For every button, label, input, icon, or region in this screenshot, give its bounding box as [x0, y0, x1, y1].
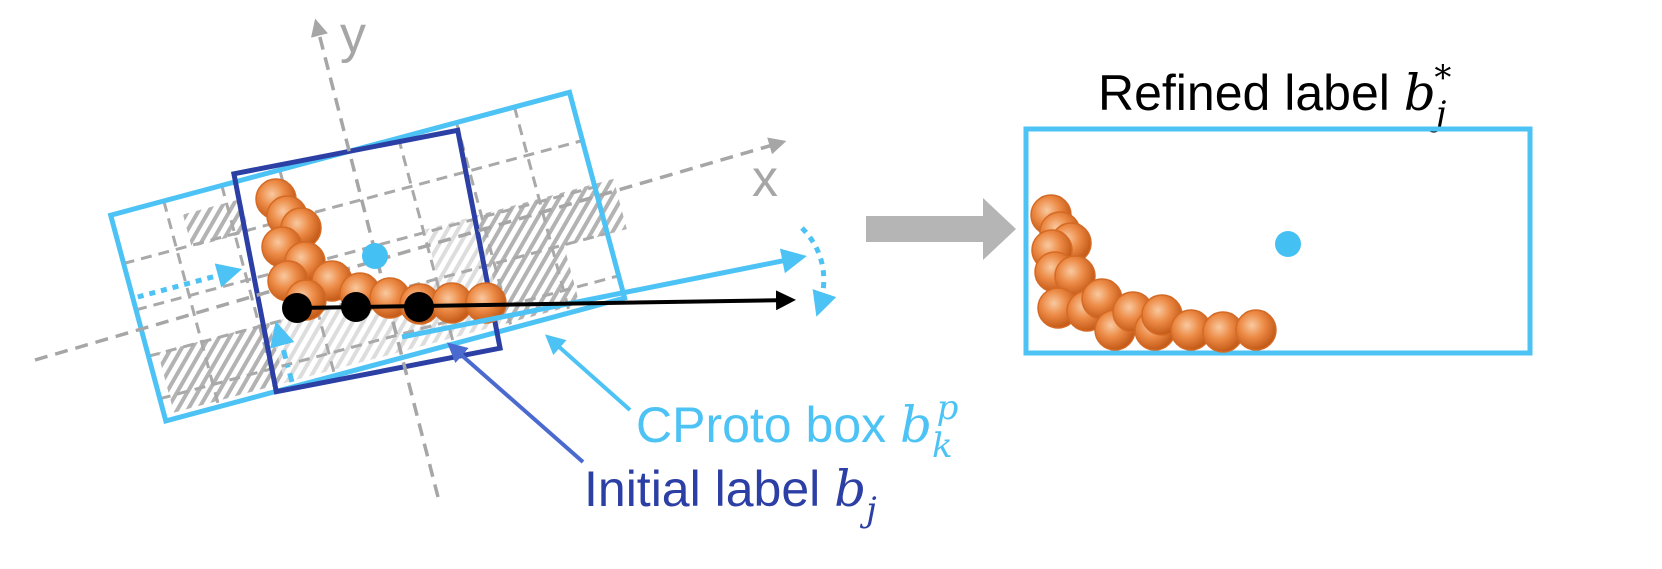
- initial-label-label: Initial label bj: [584, 460, 877, 530]
- rotation-arc: [800, 226, 837, 317]
- x-axis: [34, 137, 787, 362]
- refined-superscript: *: [1434, 58, 1451, 98]
- y-axis-label: y: [340, 6, 366, 64]
- keypoint: [404, 292, 434, 322]
- refined-symbol: b: [1404, 64, 1436, 122]
- cproto-heading-arrow: [401, 248, 807, 340]
- initial-symbol: b: [834, 460, 866, 518]
- refined-label-text: Refined label: [1098, 65, 1404, 121]
- cproto-pointer: [545, 334, 632, 412]
- cproto-subscript: k: [932, 426, 953, 466]
- refined-center-point: [1275, 231, 1301, 257]
- refined-label-box: [1023, 126, 1533, 356]
- offset-arrow-bottom: [270, 321, 295, 383]
- cproto-superscript: p: [937, 388, 959, 428]
- transition-arrow: [866, 198, 1016, 260]
- y-axis: [311, 18, 440, 498]
- initial-label-box: [230, 127, 504, 395]
- initial-label-text: Initial label: [584, 461, 834, 517]
- refined-label-label: Refined label bj*: [1098, 58, 1451, 134]
- point-heading-arrow: [296, 290, 796, 311]
- x-axis-label: x: [752, 150, 778, 208]
- point: [1235, 309, 1277, 351]
- cproto-box-label: CProto box bkp: [636, 388, 958, 466]
- cproto-center-point: [362, 243, 388, 269]
- cproto-label-text: CProto box: [636, 397, 900, 453]
- keypoint: [282, 293, 312, 323]
- point-cluster-right: [1030, 194, 1277, 353]
- offset-arrow-left: [137, 263, 243, 300]
- cproto-symbol: b: [900, 396, 932, 454]
- initial-label-pointer: [446, 342, 585, 464]
- keypoint: [341, 292, 371, 322]
